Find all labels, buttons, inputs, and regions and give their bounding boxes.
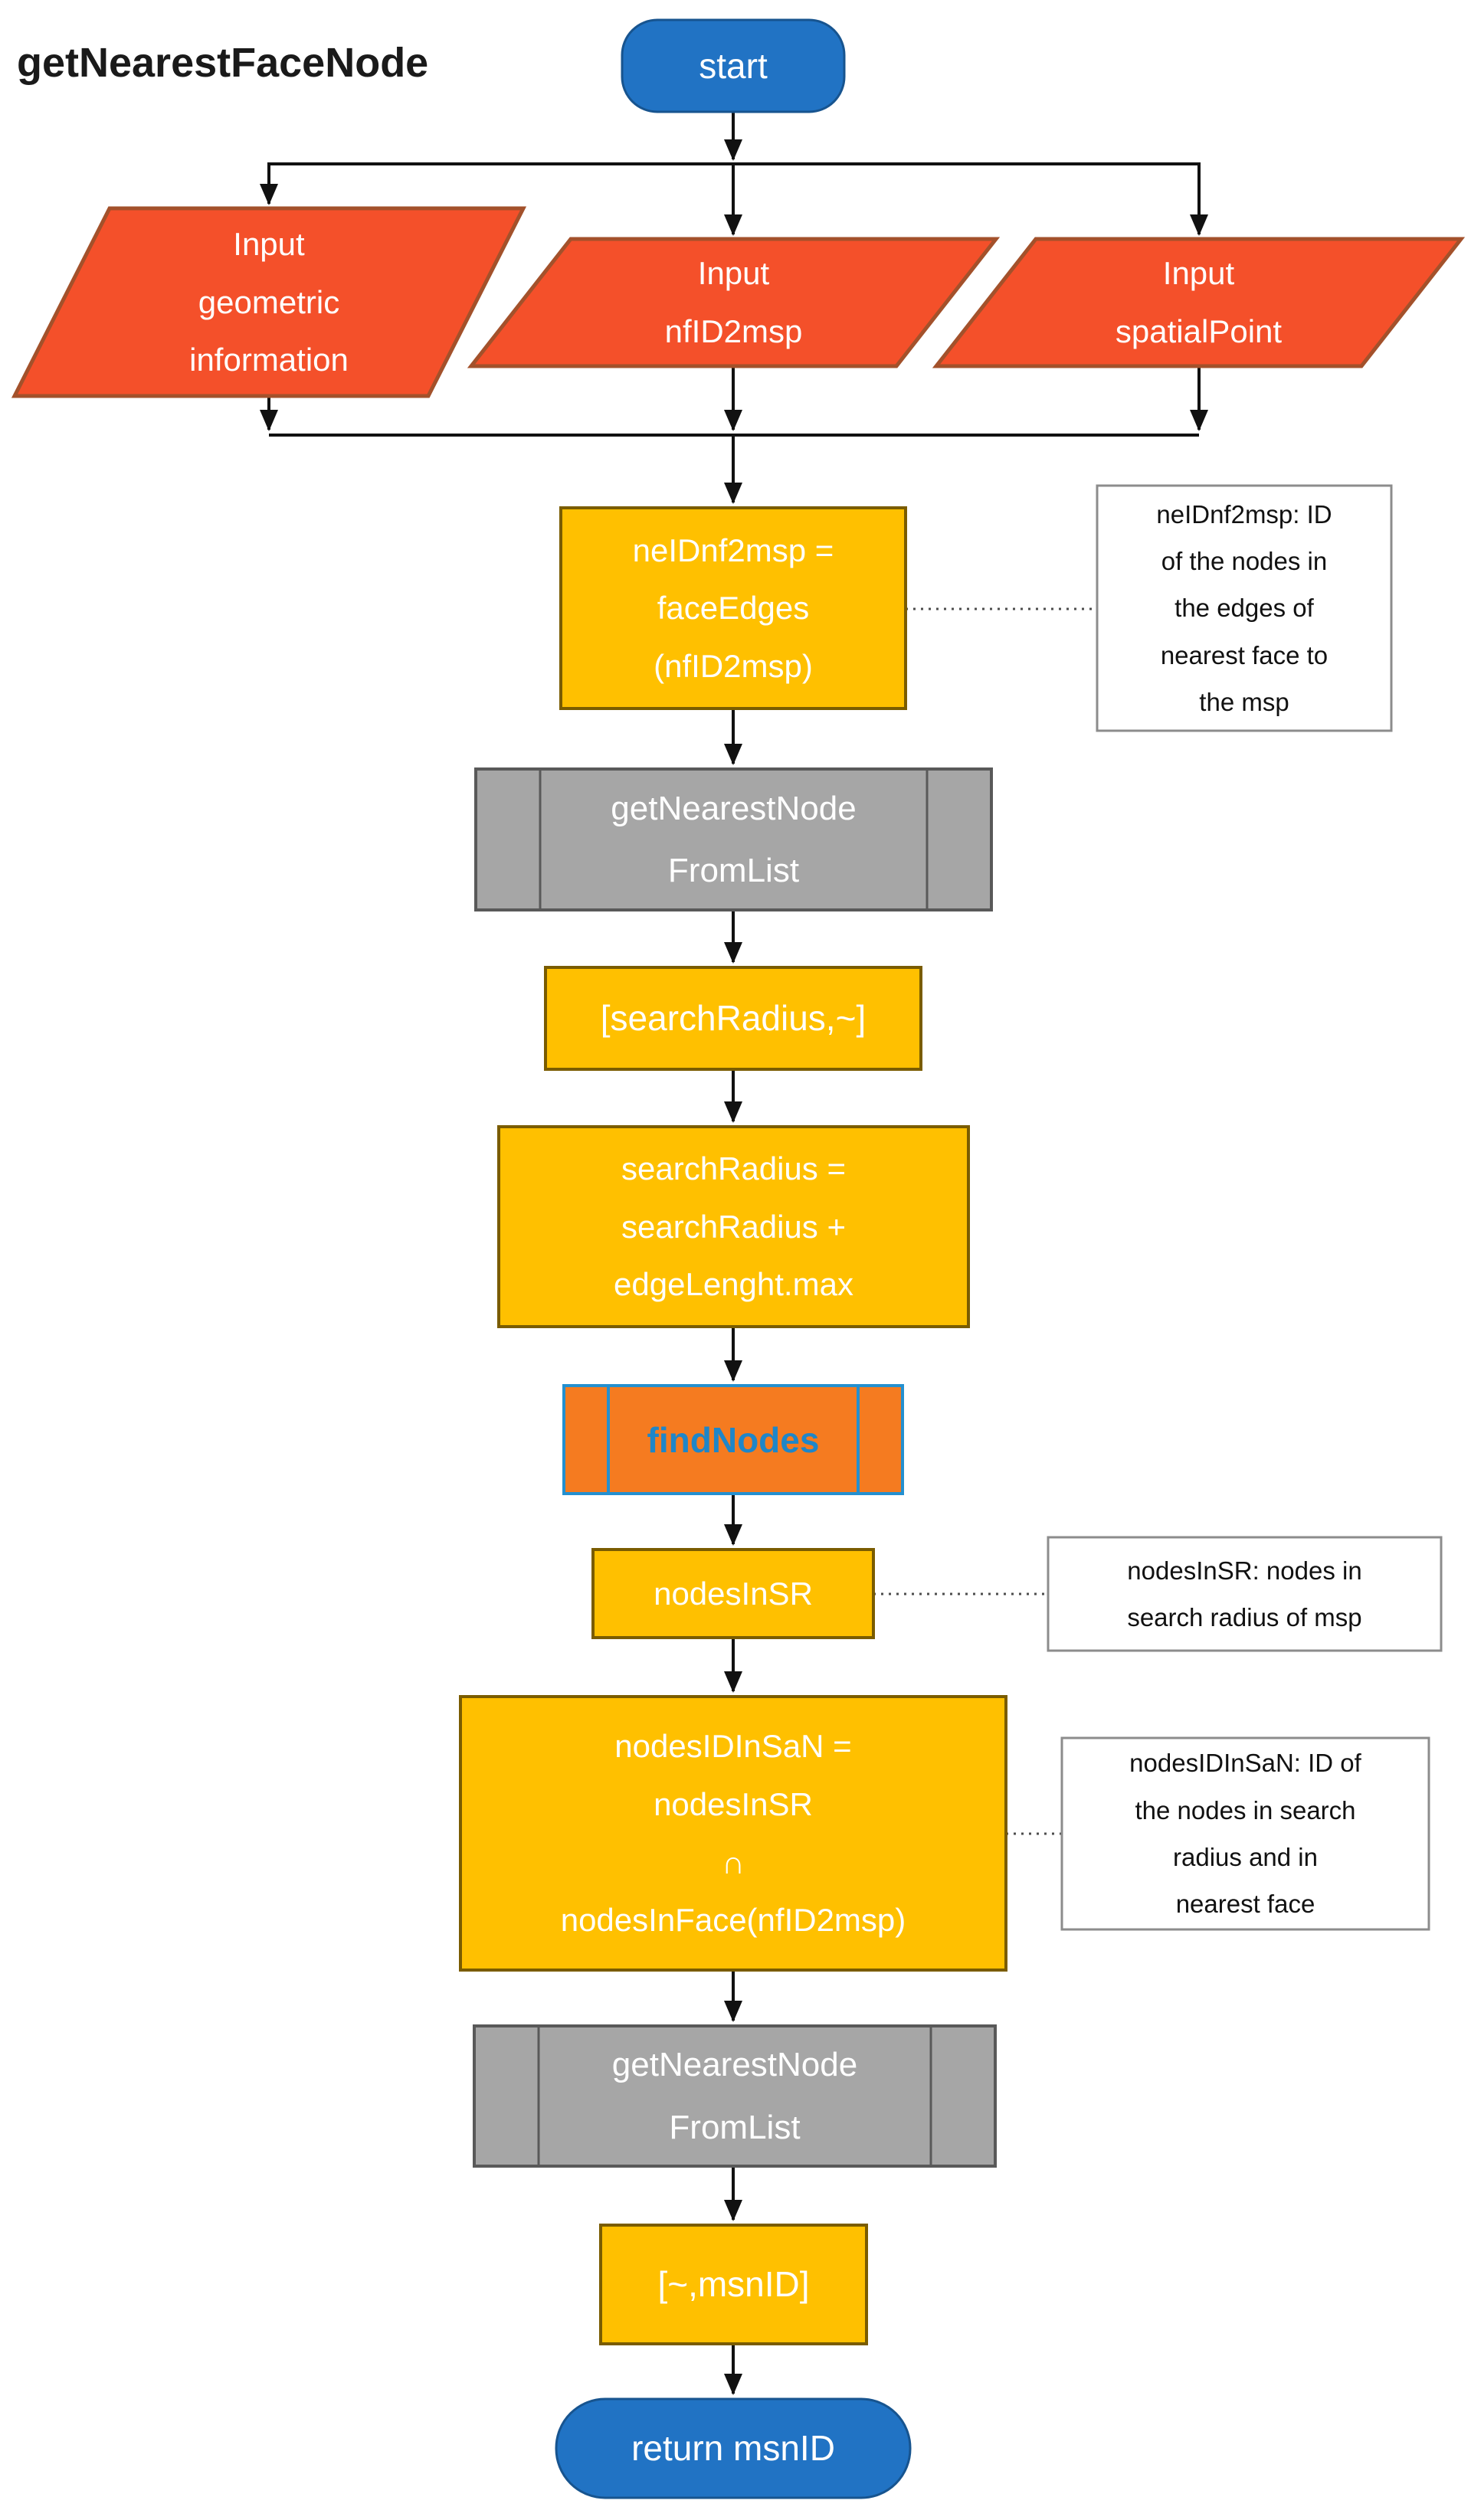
note2-box [1047, 1536, 1443, 1652]
note3-box [1060, 1736, 1430, 1931]
input-geometric-shape [11, 206, 527, 398]
flow-arrows [260, 112, 1208, 2395]
input-nfid2msp-shape [467, 237, 1001, 368]
input-spatialpoint-shape [932, 237, 1466, 368]
get-nearest-node-2-shape [473, 2024, 997, 2168]
end-terminator-shape [555, 2397, 912, 2499]
search-radius-out-shape [544, 966, 922, 1071]
nodes-in-sr-shape [591, 1548, 875, 1639]
msn-id-out-shape [599, 2224, 868, 2345]
start-terminator-shape [621, 18, 846, 113]
find-nodes-shape [562, 1384, 904, 1495]
face-edges-process-shape [559, 506, 907, 710]
search-radius-update-shape [497, 1125, 970, 1328]
nodes-id-in-san-shape [459, 1695, 1007, 1972]
get-nearest-node-1-shape [474, 767, 993, 911]
note-connectors [873, 607, 1097, 1835]
note1-box [1096, 484, 1393, 732]
